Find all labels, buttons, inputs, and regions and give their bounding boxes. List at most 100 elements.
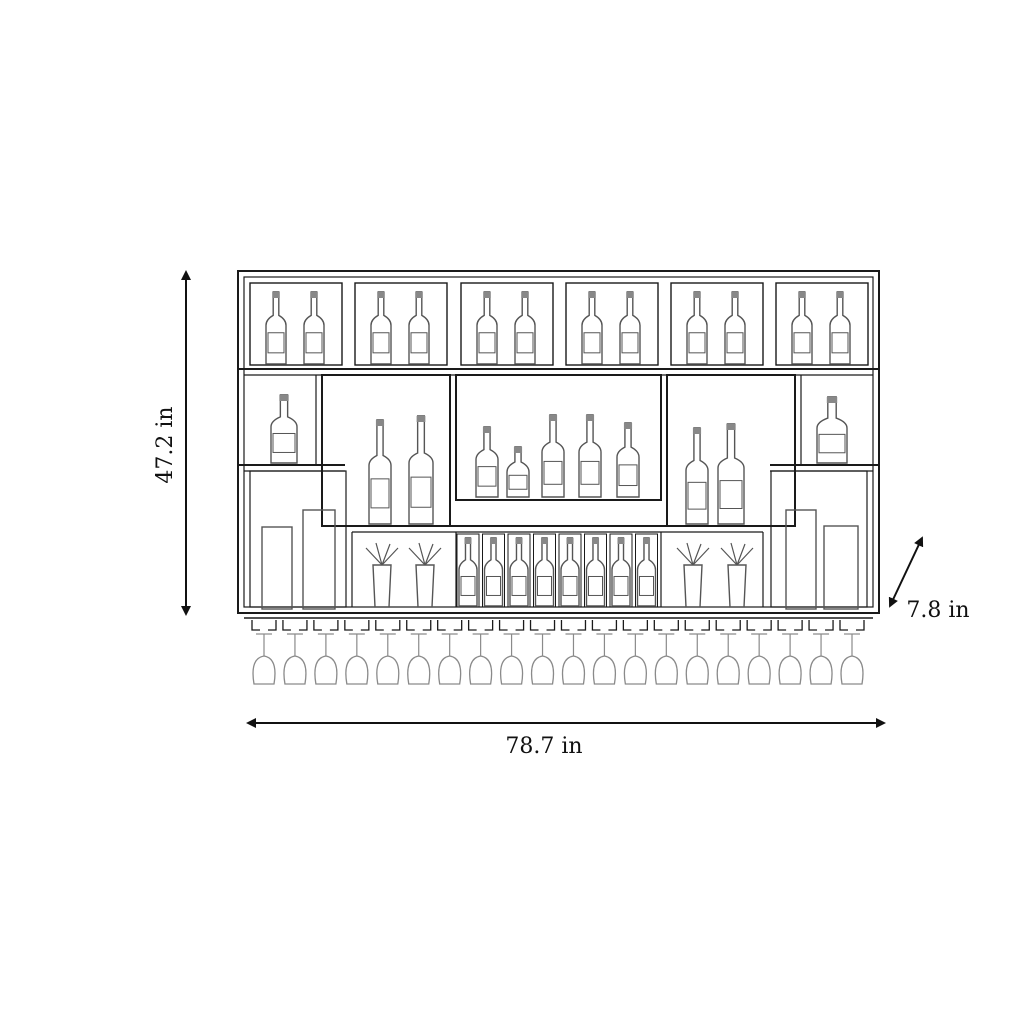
- top-bottle-label: [621, 332, 639, 354]
- left-box-champagne-outline: [408, 415, 434, 525]
- lower-bottle-label: [562, 575, 578, 596]
- plant-pot: [683, 564, 703, 608]
- glass-bowl: [840, 655, 864, 685]
- top-bottle-label: [516, 332, 534, 354]
- lower-bottle-label: [613, 575, 629, 596]
- center-bottle-label: [580, 460, 600, 485]
- top-bottle: [619, 291, 641, 365]
- lower-cubby: [635, 533, 658, 608]
- wine-glass: [406, 620, 432, 685]
- top-bottle-cap: [731, 292, 739, 298]
- top-bottle-cap: [836, 292, 844, 298]
- center-bottle-label: [618, 464, 638, 487]
- glass-holder: [715, 620, 741, 631]
- top-bottle-cap: [693, 292, 701, 298]
- lower-bottle-cap: [566, 538, 574, 544]
- right-shelf-bottle: [816, 396, 848, 464]
- left-shelf-bottle-cap: [279, 395, 289, 401]
- lower-bottle: [483, 537, 504, 607]
- lower-bottle-cap: [617, 538, 625, 544]
- lower-cubby: [456, 533, 480, 608]
- glass-holder: [684, 620, 710, 631]
- plant-pot: [415, 564, 435, 608]
- top-cubby: [565, 282, 659, 366]
- glass-holder: [529, 620, 556, 631]
- plant-leaves: [720, 542, 754, 566]
- plant-leaves: [408, 542, 442, 566]
- top-bottle-cap: [310, 292, 318, 298]
- center-bottle-outline: [578, 414, 602, 498]
- center-display-box: [455, 374, 662, 501]
- lower-bottle-label: [511, 575, 527, 596]
- lower-bottle-cap: [489, 538, 498, 544]
- top-cubby: [354, 282, 448, 366]
- right-shelf-bottle-label: [818, 433, 846, 454]
- wine-glass: [684, 620, 710, 685]
- top-bottle-cap: [483, 292, 491, 298]
- lower-cubby: [507, 533, 531, 608]
- top-bottle-cap: [521, 292, 529, 298]
- glass-bowl: [530, 655, 555, 685]
- lower-left-cubby: [249, 470, 347, 608]
- lower-bottle-label: [639, 575, 654, 596]
- top-bottle-cap: [798, 292, 806, 298]
- top-bottle-outline: [581, 291, 603, 365]
- top-cubby-row: [249, 282, 869, 366]
- lower-bottle: [560, 537, 580, 607]
- top-bottle: [829, 291, 851, 365]
- depth-dimension: 7.8 in: [888, 536, 970, 623]
- center-bottle-outline: [506, 446, 530, 498]
- center-bottle-label: [543, 460, 563, 485]
- lower-bottle-outline: [534, 537, 555, 607]
- glass-bowl: [623, 655, 647, 685]
- left-shelf-bottle: [270, 394, 298, 464]
- glass-holder: [622, 620, 649, 631]
- wall-wine-rack: [237, 270, 880, 614]
- right-shelf-bottle-outline: [816, 396, 848, 464]
- glass-bowl: [283, 655, 307, 685]
- lower-right-cubby: [770, 470, 868, 608]
- top-bottle-cap: [415, 292, 423, 298]
- top-cubby: [775, 282, 869, 366]
- height-label: 47.2 in: [153, 406, 178, 483]
- center-bottle-outline: [541, 414, 565, 498]
- lower-bottle: [509, 537, 529, 607]
- glass-bowl: [469, 655, 493, 685]
- wine-glass: [437, 620, 463, 685]
- right-box-bottle: [717, 423, 745, 525]
- glass-bowl: [685, 655, 709, 685]
- lower-bottle-row: [456, 533, 658, 608]
- lower-bottle-label: [588, 575, 603, 596]
- wine-glass: [622, 620, 649, 685]
- glass-bowl: [716, 655, 740, 685]
- glass-holder: [653, 620, 679, 631]
- glass-holder: [808, 620, 834, 631]
- depth-label: 7.8 in: [906, 598, 969, 623]
- height-dimension: 47.2 in: [153, 270, 191, 616]
- wine-glass: [375, 620, 401, 685]
- left-shelf-bottle-label: [272, 432, 296, 453]
- left-box-bottle-outline: [368, 419, 392, 525]
- wine-glass: [560, 620, 587, 685]
- glass-bowl: [561, 655, 586, 685]
- center-bottle-cap: [482, 427, 492, 433]
- rack-outer-frame: [237, 270, 880, 614]
- lower-cubby: [558, 533, 582, 608]
- wine-glass: [777, 620, 803, 685]
- glass-bowl: [778, 655, 802, 685]
- top-bottle-label: [726, 332, 744, 354]
- glass-holder: [467, 620, 494, 631]
- top-bottle-outline: [514, 291, 536, 365]
- top-bottle-label: [793, 332, 811, 354]
- plant-leaves: [365, 542, 399, 566]
- top-bottle: [686, 291, 708, 365]
- center-bottle: [616, 422, 640, 498]
- center-bottle-outline: [616, 422, 640, 498]
- lower-bottle-outline: [458, 537, 478, 607]
- right-shelf-bottle-cap: [826, 397, 838, 403]
- glass-bowl: [654, 655, 678, 685]
- top-cubby: [249, 282, 343, 366]
- glass-holder: [839, 620, 865, 631]
- lower-bottle: [585, 537, 606, 607]
- lower-bottle-label: [537, 575, 552, 596]
